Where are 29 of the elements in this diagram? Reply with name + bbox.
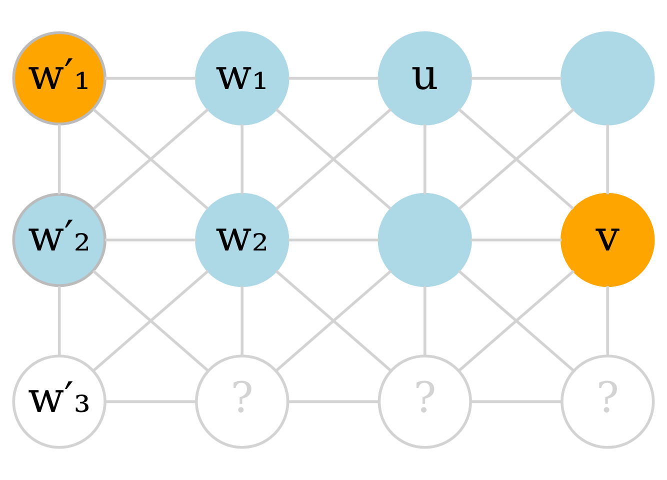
connector xyxy=(606,124,610,194)
node-circle: w′₁ xyxy=(12,31,106,126)
connector xyxy=(58,124,61,194)
node-circle: u xyxy=(378,31,472,126)
node-circle: ? xyxy=(560,354,655,449)
connector xyxy=(105,400,196,404)
node-circle: w′₂ xyxy=(12,192,106,288)
connector xyxy=(288,76,379,80)
node-circle: w′₃ xyxy=(12,354,106,449)
connector xyxy=(470,238,562,242)
connector xyxy=(58,286,61,356)
node-circle: ? xyxy=(195,354,290,449)
connector xyxy=(288,238,379,242)
connector xyxy=(606,286,610,356)
connector xyxy=(470,400,562,404)
node-circle: v xyxy=(560,192,655,288)
connector xyxy=(105,238,196,242)
connector xyxy=(470,76,562,80)
connector xyxy=(105,76,196,80)
node-circle xyxy=(560,31,655,126)
node-circle: w₁ xyxy=(195,31,290,126)
connector xyxy=(240,124,244,194)
connector xyxy=(423,286,426,356)
node-circle xyxy=(378,192,472,288)
node-circle: w₂ xyxy=(195,192,290,288)
connector xyxy=(288,400,379,404)
node-circle: ? xyxy=(378,354,472,449)
connector xyxy=(240,286,244,356)
connector xyxy=(423,124,426,194)
